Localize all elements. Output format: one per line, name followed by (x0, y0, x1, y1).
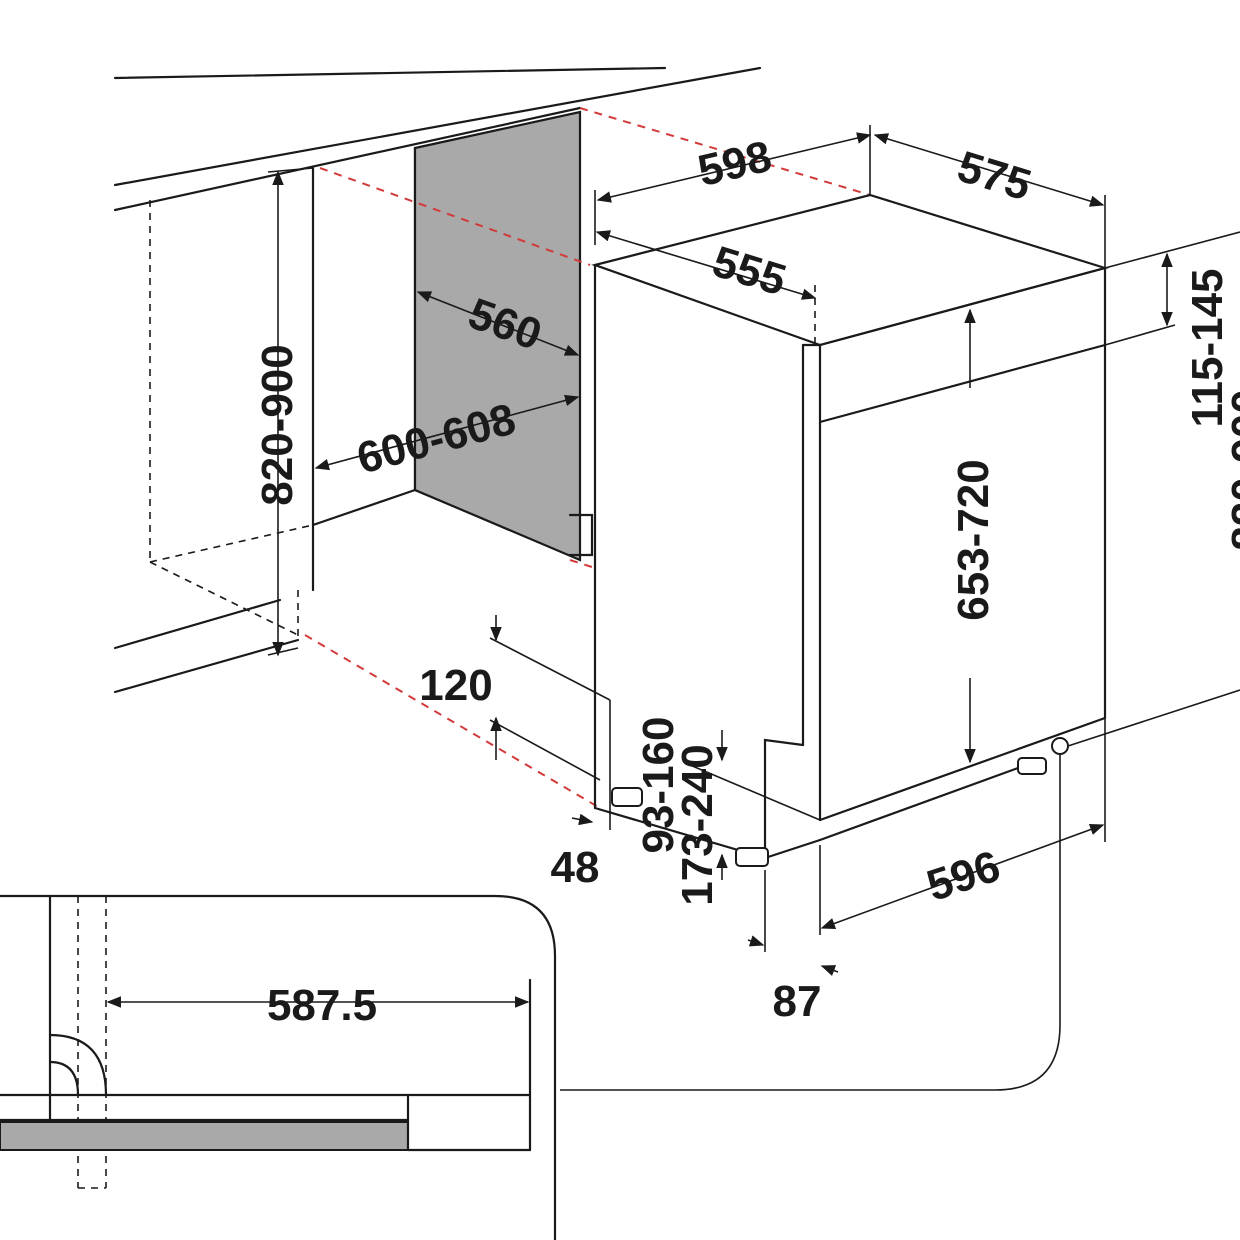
countertop (113, 66, 762, 212)
detail-leader (560, 754, 1061, 1091)
panel-notch (568, 513, 594, 557)
foot-front-right (735, 847, 769, 867)
label-48: 48 (551, 843, 600, 892)
label-173-240: 173-240 (673, 744, 722, 905)
detail-marker-icon (1051, 737, 1069, 755)
dishwasher-body (591, 193, 1109, 860)
label-820-900-right: 820-900 (1223, 389, 1240, 550)
label-93-160: 93-160 (634, 716, 683, 853)
label-598: 598 (693, 132, 776, 196)
label-653-720: 653-720 (949, 459, 998, 620)
detail-inset (0, 894, 557, 1240)
label-820-900: 820-900 (253, 344, 302, 505)
label-596: 596 (921, 842, 1006, 911)
foot-front-left (611, 787, 643, 807)
label-87: 87 (773, 977, 822, 1026)
feet (611, 757, 1047, 867)
label-555: 555 (707, 237, 792, 305)
label-587-5: 587.5 (267, 981, 377, 1030)
right-leader (1067, 689, 1240, 747)
label-575: 575 (952, 142, 1037, 210)
foot-rear-right (1017, 757, 1047, 775)
label-120: 120 (419, 661, 492, 710)
detail-grey-strip (0, 1121, 409, 1151)
dimension-lines (267, 125, 1240, 976)
label-115-145: 115-145 (1183, 268, 1232, 427)
